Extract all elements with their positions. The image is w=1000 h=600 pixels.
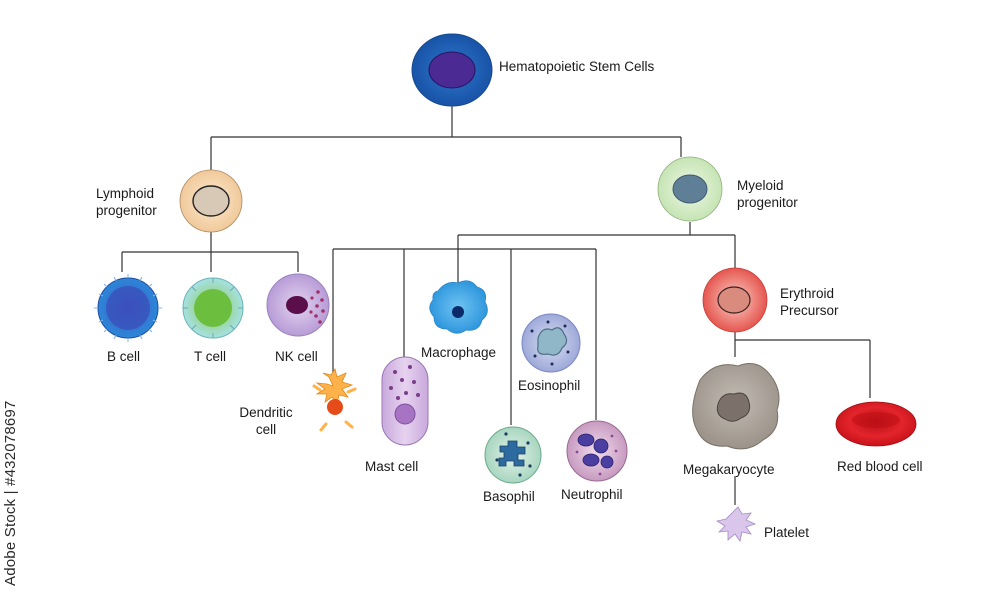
t-cell-icon bbox=[182, 277, 244, 339]
red-blood-cell-icon bbox=[835, 401, 917, 447]
lymphoid-label-line2: progenitor bbox=[96, 203, 157, 218]
macrophage-label: Macrophage bbox=[421, 345, 497, 360]
dendritic-label-line1: Dendritic bbox=[239, 405, 293, 420]
b-cell-icon bbox=[94, 274, 162, 342]
platelet-label: Platelet bbox=[764, 525, 810, 540]
erythroid-precursor-icon bbox=[702, 267, 768, 333]
dendritic-cell-label: Dendritic cell bbox=[234, 404, 298, 438]
t-cell-label: T cell bbox=[194, 349, 227, 364]
lymphoid-progenitor-icon bbox=[179, 169, 243, 233]
megakaryocyte-label: Megakaryocyte bbox=[683, 462, 775, 477]
red-blood-cell-label: Red blood cell bbox=[837, 459, 923, 474]
dendritic-cell-icon bbox=[312, 368, 357, 432]
neutrophil-icon bbox=[566, 420, 628, 482]
eosinophil-icon bbox=[521, 313, 581, 373]
neutrophil-label: Neutrophil bbox=[561, 487, 623, 502]
lymphoid-label: Lymphoid progenitor bbox=[96, 185, 157, 219]
mast-cell-label: Mast cell bbox=[365, 459, 419, 474]
mast-cell-icon bbox=[381, 356, 429, 446]
myeloid-progenitor-icon bbox=[657, 156, 723, 222]
megakaryocyte-icon bbox=[692, 363, 780, 450]
myeloid-label: Myeloid progenitor bbox=[737, 177, 798, 211]
stem-cell-icon bbox=[411, 33, 493, 107]
myeloid-label-line1: Myeloid bbox=[737, 178, 784, 193]
dendritic-label-line2: cell bbox=[255, 422, 277, 437]
basophil-label: Basophil bbox=[483, 489, 535, 504]
basophil-icon bbox=[484, 426, 542, 484]
b-cell-label: B cell bbox=[107, 349, 141, 364]
erythroid-label-line1: Erythroid bbox=[780, 286, 835, 301]
stock-watermark: Adobe Stock | #432078697 bbox=[2, 400, 19, 586]
root-label: Hematopoietic Stem Cells bbox=[499, 59, 655, 74]
erythroid-label: Erythroid Precursor bbox=[780, 285, 839, 319]
lymphoid-label-line1: Lymphoid bbox=[96, 186, 155, 201]
eosinophil-label: Eosinophil bbox=[518, 378, 581, 393]
connector-lines bbox=[121, 106, 871, 505]
nk-cell-icon bbox=[266, 273, 330, 337]
platelet-icon bbox=[715, 506, 757, 542]
myeloid-label-line2: progenitor bbox=[737, 195, 798, 210]
macrophage-icon bbox=[429, 280, 488, 334]
erythroid-label-line2: Precursor bbox=[780, 303, 839, 318]
nk-cell-label: NK cell bbox=[275, 349, 318, 364]
